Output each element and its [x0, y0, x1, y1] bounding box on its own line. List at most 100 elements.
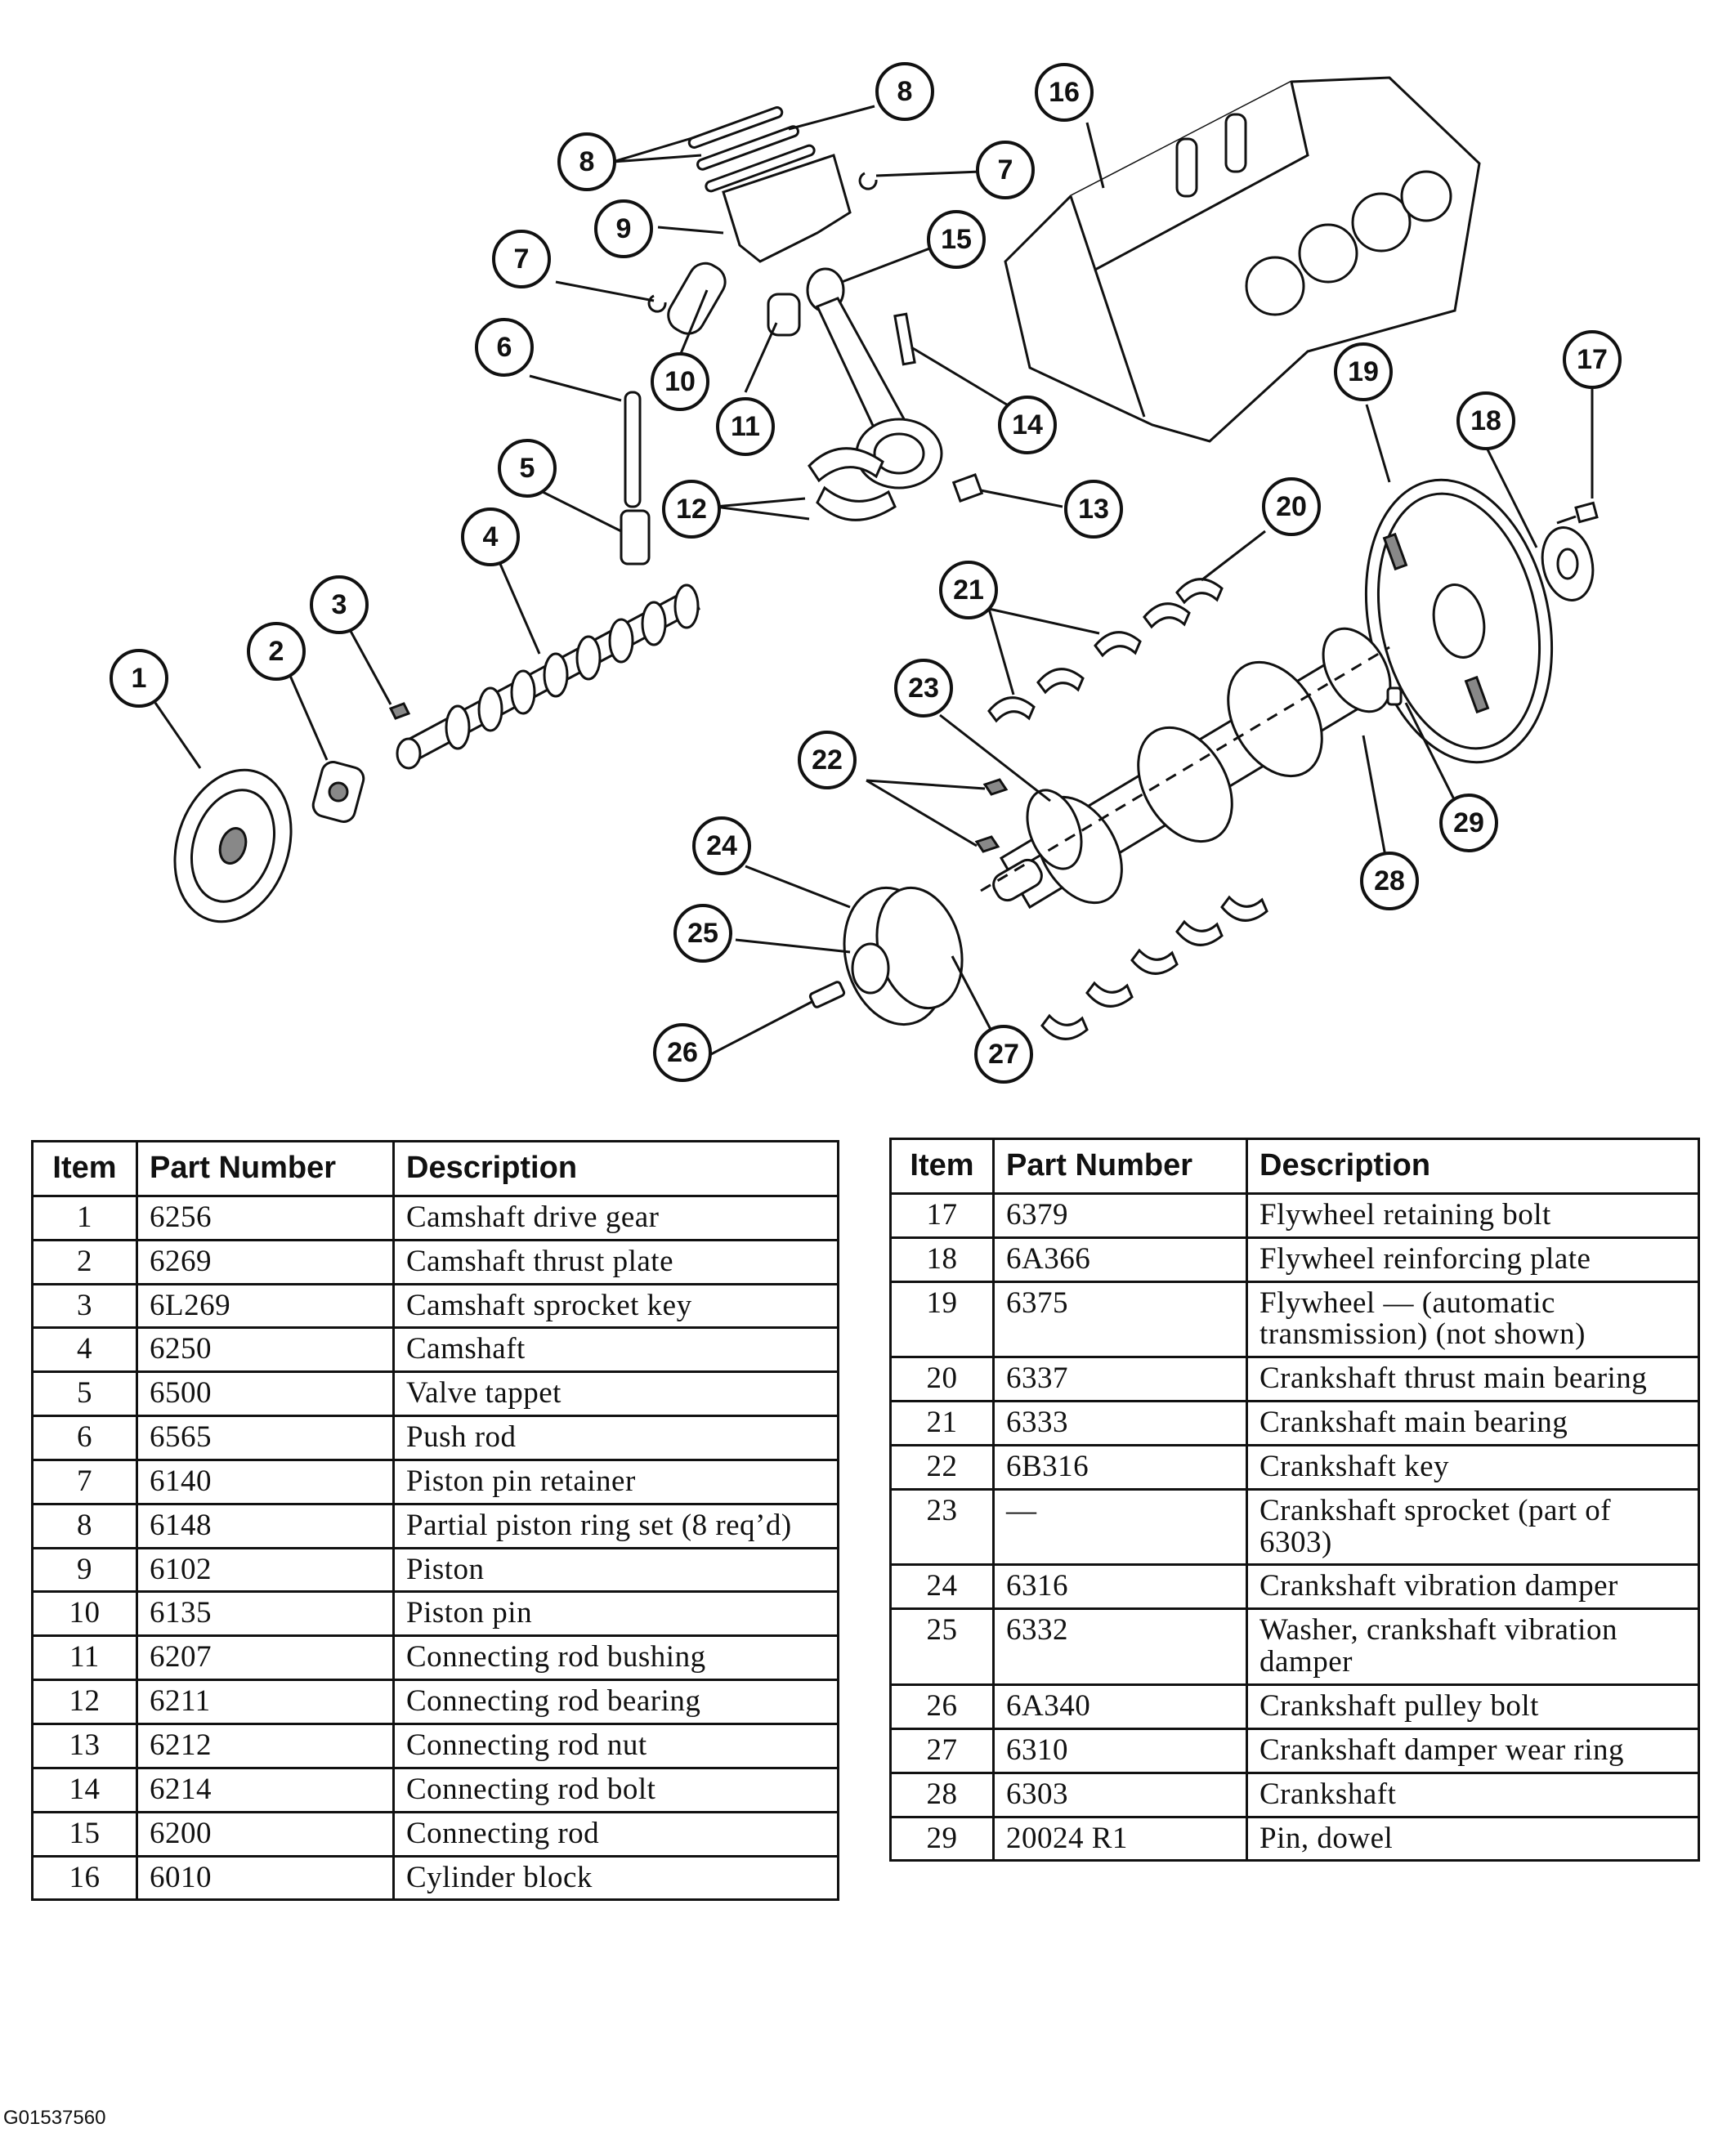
- part-number-cell: 6303: [992, 1771, 1248, 1818]
- svg-text:8: 8: [897, 76, 913, 107]
- part-number-cell: 6140: [136, 1458, 395, 1505]
- part-number-cell: 6337: [992, 1356, 1248, 1403]
- callout-21: 21: [939, 561, 998, 619]
- item-cell: 12: [31, 1679, 138, 1726]
- description-cell: Pin, dowel: [1246, 1815, 1700, 1862]
- item-cell: 14: [31, 1766, 138, 1813]
- part-number-cell: 6379: [992, 1192, 1248, 1239]
- crankshaft-sprocket: [1026, 789, 1083, 870]
- part-number-cell: 6135: [136, 1590, 395, 1638]
- description-cell: Crankshaft vibration damper: [1246, 1563, 1700, 1611]
- item-cell: 19: [889, 1280, 995, 1359]
- item-cell: 28: [889, 1771, 995, 1818]
- svg-text:15: 15: [941, 224, 972, 255]
- crankshaft-vibration-damper: [843, 886, 964, 1026]
- part-number-cell: 6214: [136, 1766, 395, 1813]
- callout-7-left: 7: [492, 230, 551, 288]
- flywheel-retaining-bolt: [1556, 501, 1599, 525]
- callout-2: 2: [247, 622, 306, 681]
- piston-pin-retainer-right: [858, 172, 878, 190]
- svg-text:14: 14: [1012, 409, 1043, 440]
- header-part-number: Part Number: [992, 1138, 1248, 1195]
- table-header-row: Item Part Number Description: [31, 1140, 839, 1197]
- description-cell: Flywheel — (automatic transmission) (not…: [1246, 1280, 1700, 1359]
- item-cell: 11: [31, 1634, 138, 1682]
- svg-text:4: 4: [483, 521, 499, 552]
- callout-1: 1: [110, 649, 168, 708]
- svg-text:17: 17: [1577, 344, 1608, 375]
- callout-18: 18: [1456, 391, 1515, 450]
- part-number-cell: 6565: [136, 1415, 395, 1461]
- callout-8-left: 8: [557, 132, 616, 191]
- part-number-cell: 6B316: [992, 1443, 1248, 1491]
- part-number-cell: 6L269: [136, 1282, 395, 1330]
- item-cell: 6: [31, 1415, 138, 1461]
- svg-text:29: 29: [1453, 807, 1484, 838]
- camshaft: [396, 583, 700, 770]
- description-cell: Connecting rod: [392, 1810, 839, 1858]
- callout-6: 6: [475, 318, 534, 377]
- description-cell: Camshaft: [392, 1326, 839, 1374]
- item-cell: 4: [31, 1326, 138, 1374]
- description-cell: Connecting rod bolt: [392, 1766, 839, 1813]
- svg-text:22: 22: [812, 744, 843, 776]
- callout-8-top: 8: [875, 62, 934, 121]
- main-bearings-lower: [1040, 895, 1268, 1040]
- item-cell: 24: [889, 1563, 995, 1611]
- valve-tappet: [620, 509, 651, 566]
- connecting-rod-bearing-upper: [808, 447, 884, 483]
- item-cell: 20: [889, 1356, 995, 1403]
- callout-12: 12: [662, 480, 721, 539]
- description-cell: Push rod: [392, 1415, 839, 1461]
- description-cell: Crankshaft: [1246, 1771, 1700, 1818]
- part-number-cell: 6316: [992, 1563, 1248, 1611]
- description-cell: Connecting rod nut: [392, 1723, 839, 1769]
- svg-text:2: 2: [269, 636, 284, 667]
- item-cell: 8: [31, 1502, 138, 1549]
- description-cell: Crankshaft pulley bolt: [1246, 1683, 1700, 1730]
- description-cell: Camshaft drive gear: [392, 1194, 839, 1241]
- description-cell: Piston pin retainer: [392, 1458, 839, 1505]
- svg-text:16: 16: [1049, 77, 1080, 108]
- leader-lines: [154, 105, 1594, 1056]
- main-bearings-upper: [987, 578, 1224, 723]
- connecting-rod-bolt: [893, 312, 916, 366]
- svg-text:12: 12: [676, 494, 707, 525]
- callout-22: 22: [798, 731, 857, 789]
- description-cell: Crankshaft sprocket (part of 6303): [1246, 1487, 1700, 1567]
- part-number-cell: 6207: [136, 1634, 395, 1682]
- callout-23: 23: [894, 659, 953, 718]
- svg-text:10: 10: [664, 366, 696, 397]
- callout-19: 19: [1334, 342, 1393, 401]
- item-cell: 16: [31, 1854, 138, 1902]
- part-number-cell: 6500: [136, 1370, 395, 1418]
- part-number-cell: 6256: [136, 1194, 395, 1241]
- description-cell: Washer, crankshaft vibration damper: [1246, 1607, 1700, 1687]
- dowel-pin: [1386, 686, 1403, 706]
- description-cell: Camshaft thrust plate: [392, 1238, 839, 1285]
- svg-text:11: 11: [731, 411, 760, 442]
- piston-pin: [667, 262, 727, 335]
- flywheel: [1364, 478, 1554, 764]
- piston: [722, 154, 852, 263]
- crankshaft-key-lower: [974, 835, 1000, 853]
- header-part-number: Part Number: [136, 1140, 395, 1197]
- item-cell: 5: [31, 1370, 138, 1418]
- item-cell: 27: [889, 1727, 995, 1774]
- svg-text:1: 1: [132, 663, 147, 694]
- callout-5: 5: [498, 439, 557, 498]
- svg-text:7: 7: [514, 244, 530, 275]
- crankshaft-pulley-bolt: [808, 981, 846, 1008]
- svg-text:13: 13: [1078, 494, 1109, 525]
- part-number-cell: 6A366: [992, 1236, 1248, 1283]
